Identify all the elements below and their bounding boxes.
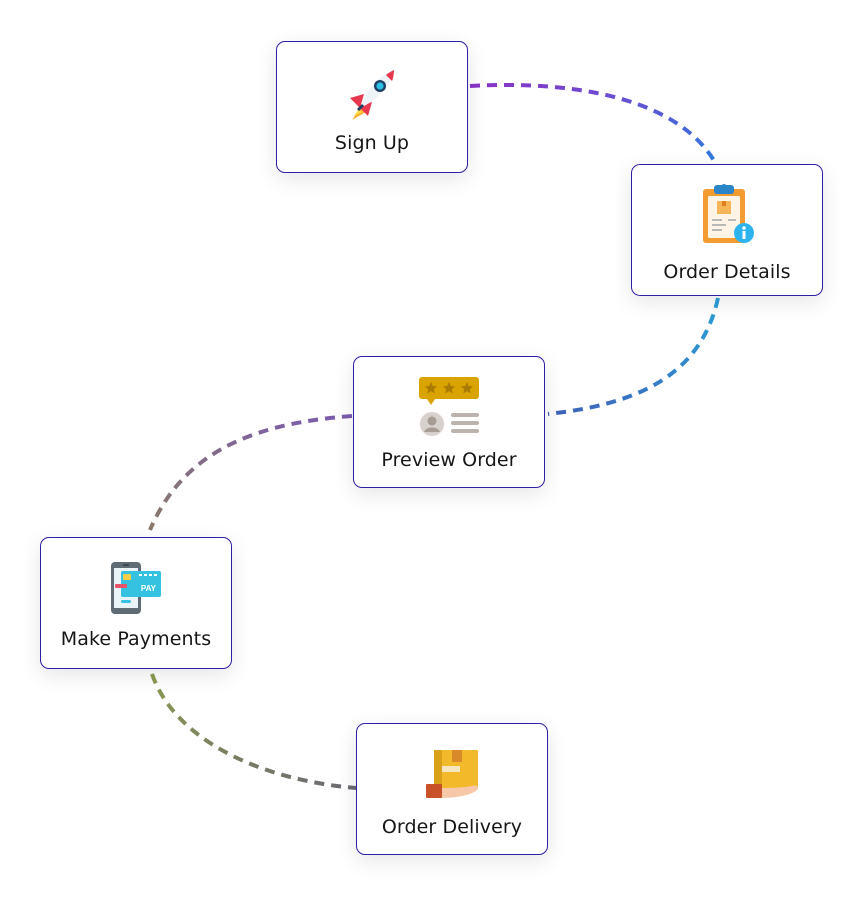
hand-package-icon xyxy=(357,748,547,804)
pay-text: PAY xyxy=(141,584,157,593)
step-label: Make Payments xyxy=(60,628,212,650)
connector-payments-to-delivery xyxy=(150,673,357,790)
step-label: Sign Up xyxy=(334,132,410,154)
step-label: Order Details xyxy=(663,261,791,283)
step-card-order-details[interactable]: Order Details xyxy=(631,164,823,296)
step-label: Preview Order xyxy=(381,449,517,471)
rating-review-icon xyxy=(354,375,544,439)
rocket-icon xyxy=(277,64,467,124)
connector-preview-to-payments xyxy=(148,414,353,531)
step-card-make-payments[interactable]: PAY Make Payments xyxy=(40,537,232,669)
step-card-sign-up[interactable]: Sign Up xyxy=(276,41,468,173)
connector-signup-to-details xyxy=(469,82,718,165)
clipboard-info-icon xyxy=(632,183,822,247)
phone-card-pay-icon: PAY xyxy=(41,560,231,616)
step-card-preview-order[interactable]: Preview Order xyxy=(353,356,545,488)
step-card-order-delivery[interactable]: Order Delivery xyxy=(356,723,548,855)
step-label: Order Delivery xyxy=(381,816,523,838)
connector-details-to-preview xyxy=(547,297,720,416)
